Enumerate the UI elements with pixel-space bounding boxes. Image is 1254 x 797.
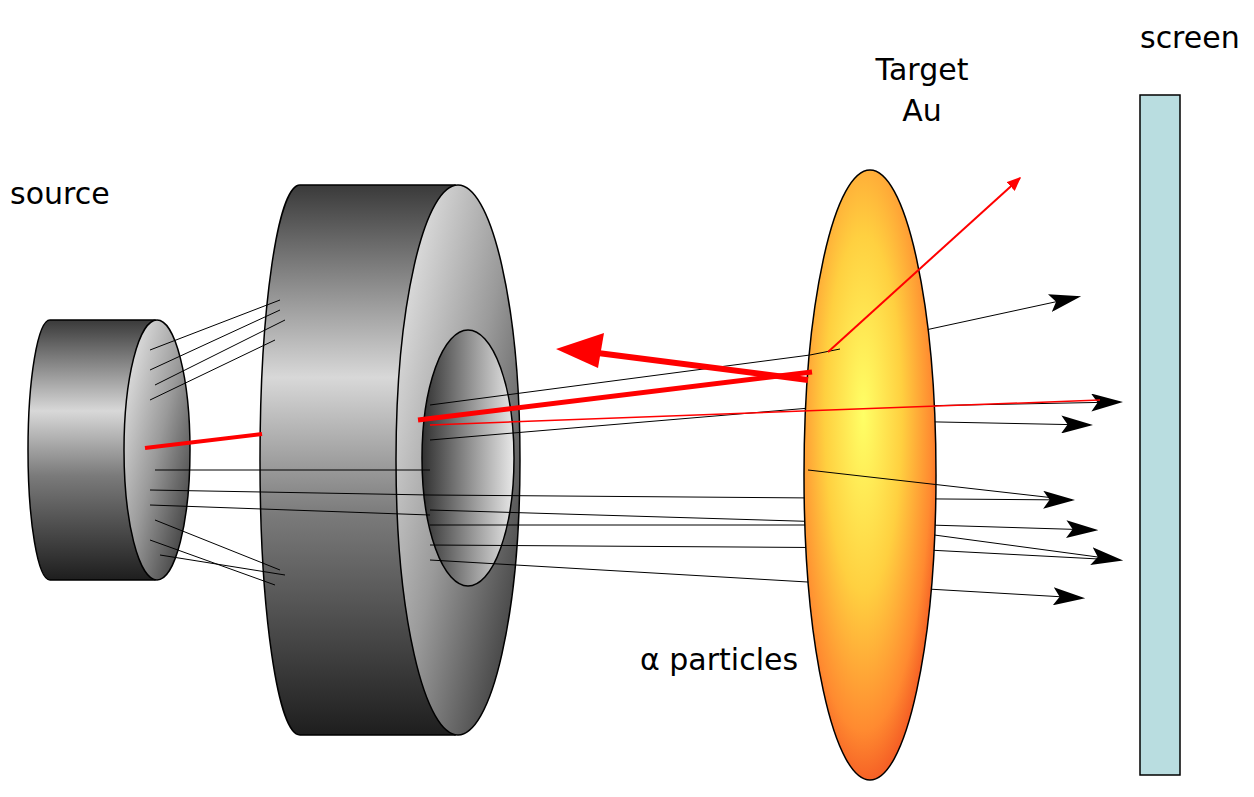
backscatter-arrowhead (556, 333, 604, 368)
ray (808, 470, 1072, 500)
ray (155, 520, 280, 570)
ray (150, 540, 275, 585)
ray (150, 505, 430, 515)
ray (150, 340, 275, 400)
deflected-ray (828, 178, 1020, 352)
collimator-ring (260, 185, 520, 735)
source-cylinder (28, 320, 190, 580)
red-ray (145, 434, 262, 448)
screen-label: screen (1140, 18, 1240, 59)
ray (430, 525, 860, 526)
ring-face (396, 185, 520, 735)
gold-target (804, 170, 936, 780)
source-label: source (10, 174, 110, 215)
ray (150, 310, 280, 370)
alpha-rays (150, 297, 1120, 598)
transmitted-ray (430, 510, 1095, 530)
ray (810, 349, 840, 355)
ray (150, 300, 280, 350)
ray (150, 490, 430, 495)
source-face (124, 320, 190, 580)
transmitted-ray (430, 495, 1072, 500)
rays-front (808, 349, 1072, 500)
ray (160, 555, 285, 575)
target-label: Target Au (857, 50, 987, 131)
screen-panel (1140, 95, 1180, 775)
particles-label: α particles (640, 640, 798, 681)
ray (155, 320, 285, 385)
ring-hole (422, 330, 514, 586)
red-ray (430, 400, 1100, 425)
ray (155, 470, 430, 471)
backscatter-ray (590, 352, 808, 380)
transmitted-ray (430, 560, 1082, 598)
